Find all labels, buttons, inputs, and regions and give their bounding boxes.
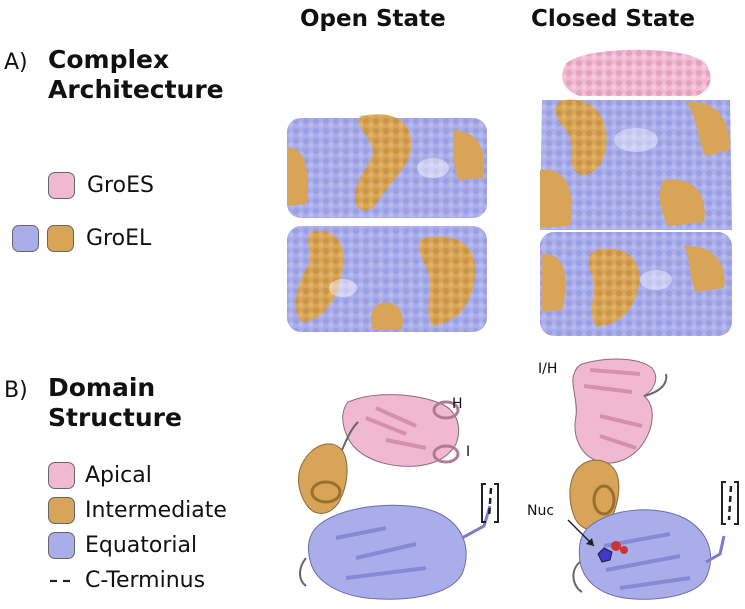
- groes-swatch: [48, 172, 75, 199]
- panel-a-title: Complex Architecture: [48, 45, 224, 105]
- legend-groel: GroEL: [12, 225, 151, 252]
- intermediate-swatch: [48, 497, 75, 524]
- apical-swatch: [48, 462, 75, 489]
- equatorial-label: Equatorial: [85, 533, 198, 558]
- open-state-complex-figure: [287, 114, 487, 332]
- panel-a-title-line2: Architecture: [48, 75, 224, 104]
- closed-state-header: Closed State: [531, 6, 695, 32]
- panel-a-letter: A): [4, 50, 28, 75]
- cterminus-label: C-Terminus: [85, 568, 206, 593]
- panel-b-letter: B): [4, 378, 28, 403]
- cterminus-dash-icon: [50, 579, 70, 582]
- apical-label: Apical: [85, 463, 152, 488]
- groel-swatch-equatorial: [12, 225, 39, 252]
- closed-state-domain-figure: [567, 358, 739, 600]
- groel-swatch-intermediate: [47, 225, 74, 252]
- legend-groes: GroES: [48, 172, 154, 199]
- groes-label: GroES: [87, 173, 154, 198]
- panel-b-title-line2: Structure: [48, 403, 182, 432]
- legend-apical: Apical: [48, 462, 152, 489]
- open-state-header: Open State: [300, 6, 446, 32]
- legend-intermediate: Intermediate: [48, 497, 227, 524]
- panel-a-title-line1: Complex: [48, 45, 170, 74]
- label-nuc: Nuc: [527, 503, 555, 519]
- intermediate-label: Intermediate: [85, 498, 227, 523]
- legend-equatorial: Equatorial: [48, 532, 197, 559]
- label-i-open: I: [466, 444, 471, 460]
- label-ih-closed: I/H: [538, 361, 558, 377]
- equatorial-swatch: [48, 532, 75, 559]
- label-h-open: H: [452, 396, 463, 412]
- groel-label: GroEL: [86, 226, 152, 251]
- panel-b-title: Domain Structure: [48, 373, 182, 433]
- closed-state-complex-figure: [540, 49, 732, 336]
- open-state-domain-figure: [298, 394, 499, 600]
- legend-cterminus: C-Terminus: [48, 568, 205, 593]
- panel-b-title-line1: Domain: [48, 373, 156, 402]
